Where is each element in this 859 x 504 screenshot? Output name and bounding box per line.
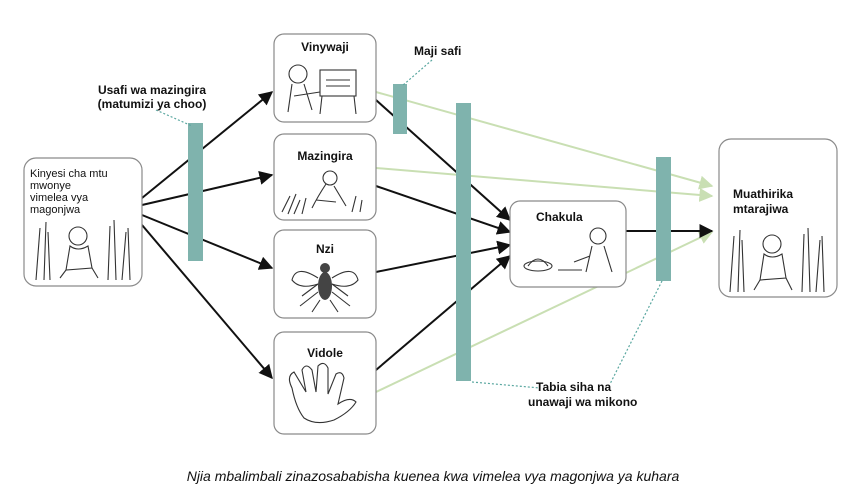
person-drinking-icon xyxy=(287,64,357,115)
open-paths xyxy=(141,91,714,380)
path-source-vidole xyxy=(141,224,273,380)
path-source-mazingira xyxy=(141,171,274,206)
node-vidole: Vidole xyxy=(273,331,377,435)
label-sanitation-line-1: Usafi wa mazingira xyxy=(98,83,206,97)
target-label-line-2: mtarajiwa xyxy=(733,202,789,216)
path-vidole-chakula xyxy=(375,255,512,371)
source-label-line-4: magonjwa xyxy=(30,204,81,216)
path-source-vinywaji xyxy=(141,91,274,199)
person-crouching-field-icon xyxy=(281,170,363,215)
barrier-hygiene-right xyxy=(656,157,671,281)
path-source-nzi xyxy=(141,214,274,270)
figure-caption: Njia mbalimbali zinazosababisha kuenea k… xyxy=(187,468,680,484)
source-label-line-3: vimelea vya xyxy=(30,192,89,204)
source-box: Kinyesi cha mtu mwonye vimelea vya magon… xyxy=(23,157,143,287)
source-label-line-1: Kinyesi cha mtu xyxy=(30,168,108,180)
node-vinywaji: Vinywaji xyxy=(273,33,377,123)
node-chakula-label: Chakula xyxy=(536,210,583,224)
label-hygiene: Tabia siha na unawaji wa mikono xyxy=(528,380,637,409)
label-safe-water: Maji safi xyxy=(414,44,461,58)
source-label-line-2: mwonye xyxy=(30,180,71,192)
path-nzi-chakula xyxy=(375,240,512,273)
node-mazingira: Mazingira xyxy=(273,133,377,221)
label-sanitation-line-2: (matumizi ya choo) xyxy=(98,97,207,111)
label-hygiene-line-1: Tabia siha na xyxy=(536,380,611,394)
node-nzi: Nzi xyxy=(273,229,377,319)
target-box: Muathirika mtarajiwa xyxy=(718,138,838,298)
hand-icon xyxy=(288,362,357,424)
label-sanitation: Usafi wa mazingira (matumizi ya choo) xyxy=(98,83,207,111)
fly-icon xyxy=(291,263,359,313)
label-hygiene-line-2: unawaji wa mikono xyxy=(528,395,637,409)
node-vidole-label: Vidole xyxy=(307,346,343,360)
child-in-grass-icon xyxy=(729,227,825,293)
barrier-safe-water xyxy=(393,84,407,134)
path-mazingira-chakula xyxy=(375,185,512,235)
barrier-sanitation xyxy=(188,123,203,261)
node-vinywaji-label: Vinywaji xyxy=(301,40,349,54)
target-label-line-1: Muathirika xyxy=(733,187,793,201)
node-mazingira-label: Mazingira xyxy=(297,149,353,163)
barrier-hygiene-left xyxy=(456,103,471,381)
node-nzi-label: Nzi xyxy=(316,242,334,256)
child-in-grass-icon xyxy=(35,219,131,281)
person-eating-icon xyxy=(523,227,613,273)
leader-lines xyxy=(155,59,663,389)
node-chakula: Chakula xyxy=(509,200,627,288)
